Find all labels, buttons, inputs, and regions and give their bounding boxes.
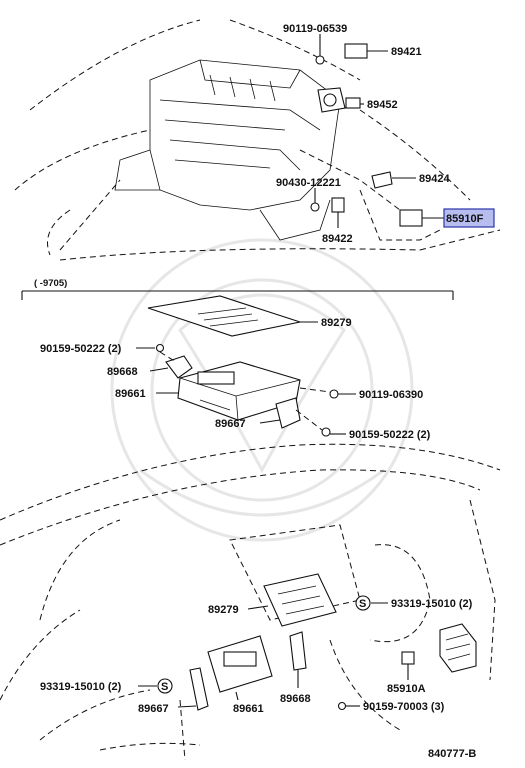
label-85910F[interactable]: 85910F bbox=[446, 213, 484, 225]
label-89661-bottom[interactable]: 89661 bbox=[233, 703, 264, 715]
dashboard-illustration bbox=[0, 443, 501, 761]
engine-bay-illustration bbox=[14, 19, 501, 261]
label-89421[interactable]: 89421 bbox=[391, 46, 422, 58]
label-89667-bottom[interactable]: 89667 bbox=[138, 703, 169, 715]
label-range: ( -9705) bbox=[34, 278, 67, 289]
label-89424[interactable]: 89424 bbox=[419, 173, 450, 185]
label-90119-06390[interactable]: 90119-06390 bbox=[359, 389, 423, 401]
label-89661-top[interactable]: 89661 bbox=[115, 388, 146, 400]
watermark bbox=[110, 238, 414, 542]
s-clip-left bbox=[157, 678, 173, 694]
s-mark-right: S bbox=[359, 598, 366, 610]
label-89668-top[interactable]: 89668 bbox=[107, 366, 138, 378]
label-89422[interactable]: 89422 bbox=[322, 233, 353, 245]
label-89279-bottom[interactable]: 89279 bbox=[208, 604, 239, 616]
part-labels: 90119-06539 89421 89452 90430-12221 8942… bbox=[34, 23, 495, 760]
label-90159-50222-right[interactable]: 90159-50222 (2) bbox=[349, 429, 431, 441]
label-89668-bottom[interactable]: 89668 bbox=[280, 693, 311, 705]
label-85910A[interactable]: 85910A bbox=[387, 683, 426, 695]
label-89452[interactable]: 89452 bbox=[367, 99, 398, 111]
figure-code: 840777-B bbox=[428, 748, 476, 760]
ecu-exploded-view bbox=[136, 295, 356, 437]
label-90159-50222-top[interactable]: 90159-50222 (2) bbox=[40, 343, 122, 355]
label-93319-15010-right[interactable]: 93319-15010 (2) bbox=[391, 598, 473, 610]
label-90159-70003[interactable]: 90159-70003 (3) bbox=[363, 701, 445, 713]
highlight-85910F bbox=[443, 208, 495, 228]
s-clip-right bbox=[355, 595, 371, 611]
label-90430-12221[interactable]: 90430-12221 bbox=[276, 177, 341, 189]
s-mark-left: S bbox=[161, 681, 168, 693]
label-93319-15010-left[interactable]: 93319-15010 (2) bbox=[40, 681, 122, 693]
range-bracket bbox=[21, 290, 454, 300]
label-89279-top[interactable]: 89279 bbox=[321, 317, 352, 329]
label-89667-top[interactable]: 89667 bbox=[215, 418, 246, 430]
label-90119-06539[interactable]: 90119-06539 bbox=[283, 23, 347, 35]
